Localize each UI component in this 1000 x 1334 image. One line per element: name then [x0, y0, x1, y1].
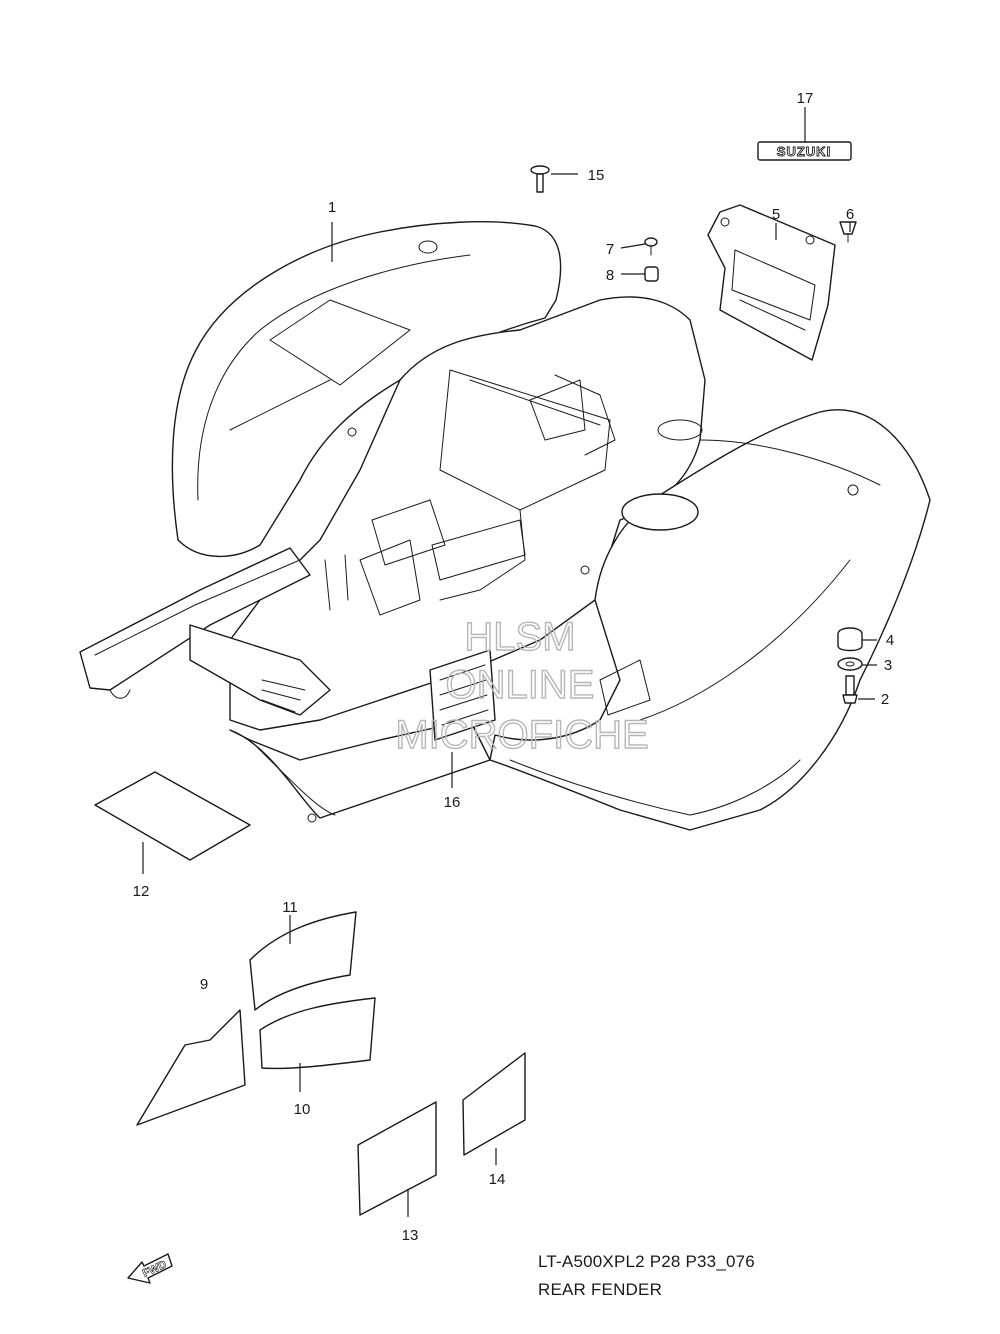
callout-9: 9: [200, 976, 208, 993]
bracket-part-5[interactable]: [707, 204, 836, 361]
callout-1: 1: [328, 199, 336, 216]
callout-17: 17: [797, 90, 814, 107]
cushion-part-4[interactable]: [837, 627, 863, 652]
decal-part-10[interactable]: [259, 997, 376, 1070]
grommet-part-8[interactable]: [644, 266, 659, 282]
emblem-text: SUZUKI: [777, 144, 831, 159]
decal-16-plate[interactable]: [429, 649, 496, 741]
screw-part-15[interactable]: [530, 165, 550, 193]
screw-part-7[interactable]: [644, 237, 658, 256]
callout-3: 3: [884, 657, 892, 674]
watermark-line-1: HLSM: [464, 615, 575, 659]
watermark: HLSM ONLINE MICROFICHE: [395, 614, 650, 757]
callout-10: 10: [294, 1101, 311, 1118]
section-title: REAR FENDER: [538, 1280, 662, 1299]
callout-14: 14: [489, 1171, 506, 1188]
washer-part-3[interactable]: [837, 657, 863, 671]
decal-part-12[interactable]: [94, 771, 251, 861]
decal-part-11[interactable]: [249, 911, 357, 1011]
callout-8: 8: [606, 267, 614, 284]
leader-lines: [142, 107, 877, 1217]
callout-16: 16: [444, 794, 461, 811]
callout-12: 12: [133, 883, 150, 900]
watermark-line-3: MICROFICHE: [395, 713, 648, 757]
bolt-part-2[interactable]: [842, 675, 858, 704]
rear-fender-body[interactable]: [79, 221, 931, 831]
callout-15: 15: [588, 167, 605, 184]
callout-7: 7: [606, 241, 614, 258]
callout-11: 11: [282, 899, 298, 916]
callout-4: 4: [886, 632, 894, 649]
decal-part-13[interactable]: [357, 1101, 437, 1216]
decal-part-14[interactable]: [462, 1052, 526, 1156]
callout-2: 2: [881, 691, 889, 708]
callout-13: 13: [402, 1227, 419, 1244]
clip-part-6[interactable]: [839, 221, 857, 243]
fwd-label: FWD: [141, 1259, 169, 1280]
callout-labels: 1 2 3 4 5 6 7 8 9 10 11 12 13 14 15 16 1…: [133, 90, 895, 1244]
suzuki-emblem-part-17[interactable]: SUZUKI: [757, 141, 852, 161]
model-code: LT-A500XPL2 P28 P33_076: [538, 1252, 755, 1271]
decal-part-9[interactable]: [136, 1009, 246, 1126]
forward-direction-arrow: FWD: [127, 1253, 173, 1284]
callout-6: 6: [846, 206, 854, 223]
watermark-line-2: ONLINE: [446, 663, 595, 707]
callout-5: 5: [772, 206, 780, 223]
